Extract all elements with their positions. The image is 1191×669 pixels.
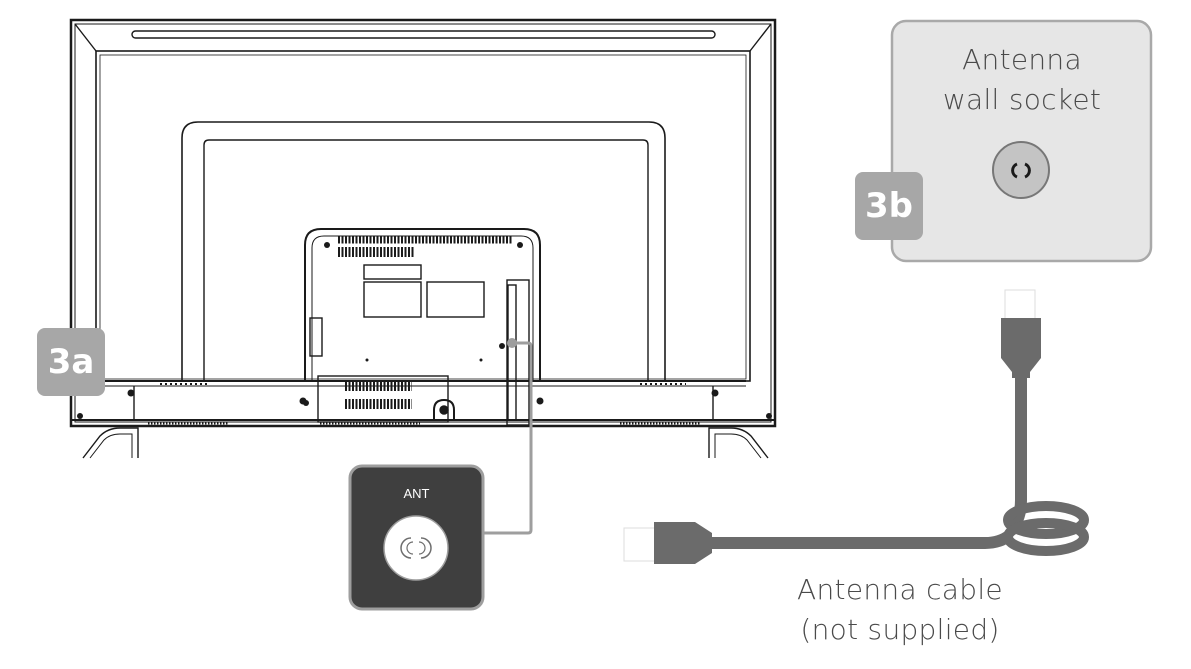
step-badge-3b: 3b (855, 172, 923, 240)
coax-port-icon (383, 515, 449, 581)
antenna-cable (623, 289, 1089, 564)
wall-socket-title-line1: Antenna (962, 43, 1082, 76)
cable-label-line1: Antenna cable (797, 573, 1003, 606)
cable-label: Antenna cable (not supplied) (760, 570, 1040, 650)
tv-rear-illustration (69, 18, 777, 459)
step-badge-3a: 3a (37, 328, 105, 396)
wall-socket-panel (890, 19, 1153, 263)
cable-label-line2: (not supplied) (800, 613, 1000, 646)
wall-socket-title-line2: wall socket (942, 83, 1102, 116)
wall-socket-title: Antenna wall socket (893, 40, 1151, 120)
ant-port-label: ANT (403, 486, 430, 501)
callout-line (478, 341, 533, 535)
ant-port-marker (507, 338, 517, 348)
coax-socket-icon (992, 141, 1050, 199)
